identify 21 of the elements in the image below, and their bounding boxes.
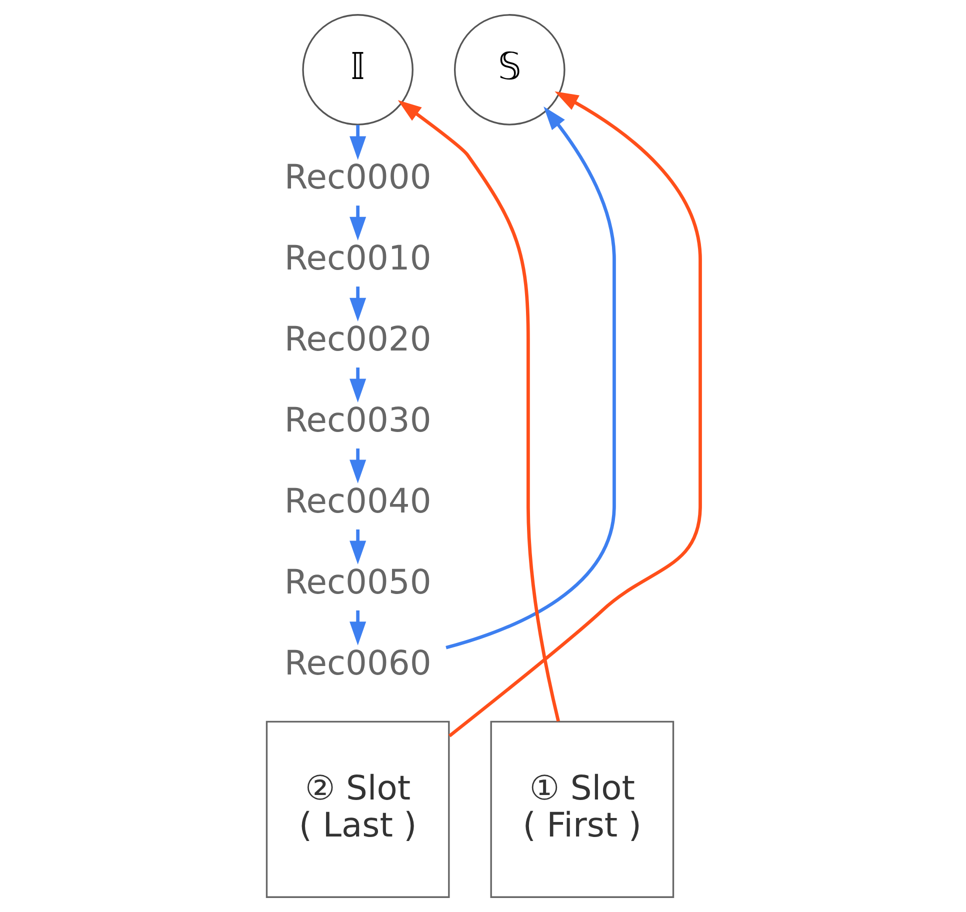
node-text: Rec0020 bbox=[284, 320, 431, 359]
node-box: ① Slot ( First ) bbox=[490, 720, 674, 898]
node-text: Rec0040 bbox=[284, 482, 431, 521]
node-text: Rec0010 bbox=[284, 238, 431, 278]
arrow bbox=[349, 206, 366, 240]
node-circle: 𝕊 bbox=[453, 14, 565, 126]
node-text: Rec0030 bbox=[284, 400, 431, 440]
arrow bbox=[397, 100, 560, 722]
node-box: ② Slot ( Last ) bbox=[265, 720, 450, 898]
arrow bbox=[349, 286, 366, 322]
arrow bbox=[349, 448, 366, 484]
arrow bbox=[349, 124, 366, 160]
node-text: Rec0060 bbox=[284, 643, 431, 682]
arrow bbox=[445, 106, 616, 650]
node-text: Rec0000 bbox=[284, 158, 431, 197]
arrow bbox=[349, 368, 366, 402]
arrow bbox=[349, 610, 366, 646]
arrow bbox=[349, 529, 366, 564]
arrow bbox=[448, 91, 702, 738]
node-text: Rec0050 bbox=[284, 562, 431, 602]
node-circle: 𝕀 bbox=[302, 14, 413, 126]
